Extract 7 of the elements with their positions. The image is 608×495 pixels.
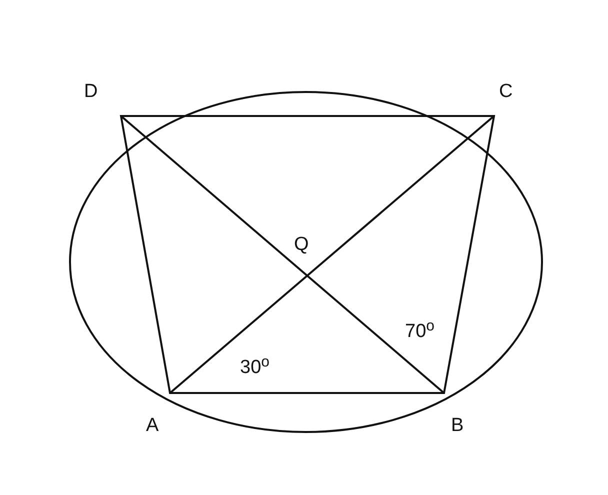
point-label: B <box>451 416 464 435</box>
point-label: Q <box>294 235 309 254</box>
angle-label: 30$^{o}$ <box>240 358 270 377</box>
point-label: C <box>499 82 513 101</box>
point-label: D <box>84 82 98 101</box>
angle-label: 70$^{o}$ <box>405 322 434 341</box>
point-label: A <box>146 416 159 435</box>
